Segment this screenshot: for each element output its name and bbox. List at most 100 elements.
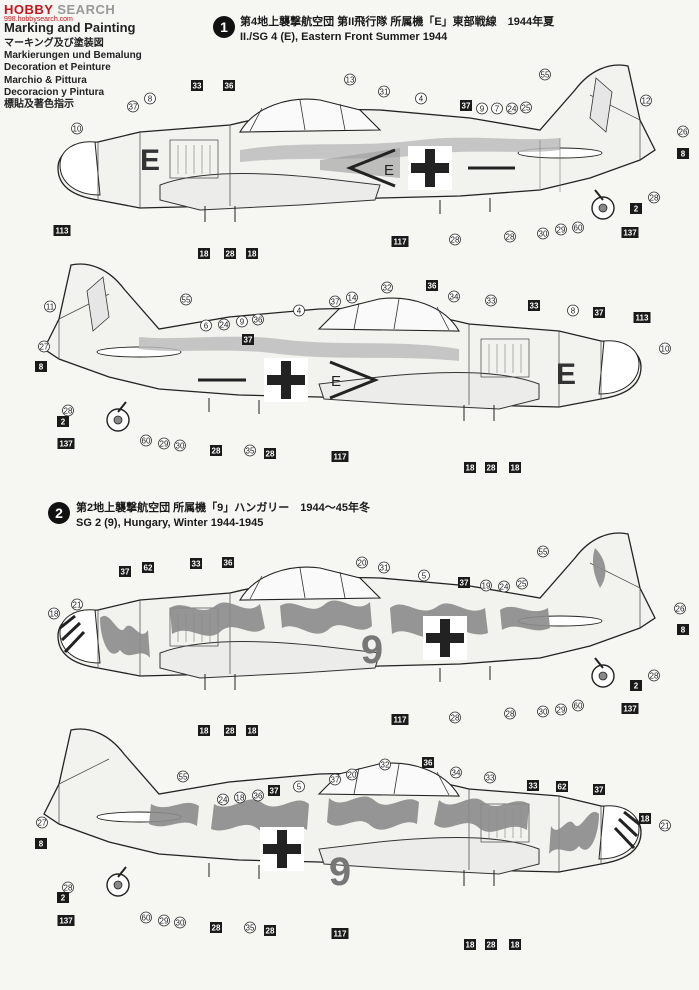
callout-box	[593, 307, 605, 318]
callout-label: 18	[641, 815, 650, 824]
callout-box	[57, 416, 69, 427]
callout-label: 113	[636, 314, 649, 323]
scheme-1-title-en: II./SG 4 (E), Eastern Front Summer 1944	[240, 31, 448, 43]
callout-label: 24	[500, 583, 509, 592]
callout-137: 137	[57, 438, 75, 449]
callout-box	[630, 680, 642, 691]
callout-circle	[674, 602, 686, 615]
callout-box	[264, 925, 276, 936]
callout-18: 18	[234, 791, 246, 804]
callout-label: 60	[574, 702, 583, 711]
callout-circle	[498, 580, 510, 593]
callout-26: 26	[677, 125, 689, 138]
callout-28: 28	[224, 248, 236, 259]
callout-24: 24	[217, 793, 229, 806]
callout-55: 55	[177, 770, 189, 783]
callout-circle	[329, 295, 341, 308]
callout-label: 18	[511, 941, 520, 950]
callout-32: 32	[379, 758, 391, 771]
lang-jp: マーキング及び塗装図	[4, 38, 104, 49]
callout-34: 34	[450, 766, 462, 779]
callout-117: 117	[391, 714, 409, 725]
callout-circle	[293, 304, 305, 317]
callout-circle	[234, 791, 246, 804]
callout-box	[57, 438, 75, 449]
callout-36: 36	[223, 80, 235, 91]
page-title: Marking and Painting	[4, 20, 136, 35]
callout-28: 28	[449, 233, 461, 246]
callout-circle	[200, 319, 212, 332]
callout-8: 8	[144, 92, 156, 105]
callout-label: 62	[144, 564, 153, 573]
callout-4: 4	[415, 92, 427, 105]
callout-21: 21	[71, 598, 83, 611]
callout-label: 60	[142, 437, 151, 446]
callout-137: 137	[57, 915, 75, 926]
callout-circle	[158, 914, 170, 927]
callout-label: 20	[348, 771, 357, 780]
callout-box	[268, 785, 280, 796]
callout-18: 18	[639, 813, 651, 824]
callout-2: 2	[57, 416, 69, 427]
callout-28: 28	[449, 711, 461, 724]
callout-18: 18	[509, 462, 521, 473]
callout-label: 18	[200, 250, 209, 259]
callout-28: 28	[62, 881, 74, 894]
callout-28: 28	[210, 445, 222, 456]
scheme-2-number: 2	[48, 502, 70, 524]
callout-label: 30	[539, 708, 548, 717]
code-letter-a1-small: E	[384, 162, 394, 179]
callout-label: 21	[73, 601, 82, 610]
callout-box	[198, 725, 210, 736]
scheme-2-title-jp: 第2地上襲撃航空団 所属機「9」ハンガリー 1944〜45年冬	[76, 502, 370, 514]
callout-label: 21	[661, 822, 670, 831]
callout-box	[222, 557, 234, 568]
callout-circle	[144, 92, 156, 105]
callout-label: 28	[451, 236, 460, 245]
callout-37: 37	[268, 785, 280, 796]
code-letter-a1: E	[140, 144, 160, 177]
callout-label: 26	[676, 605, 685, 614]
callout-box	[509, 462, 521, 473]
callout-circle	[449, 711, 461, 724]
callout-label: 28	[212, 447, 221, 456]
callout-circle	[415, 92, 427, 105]
callout-circle	[44, 300, 56, 313]
callout-33: 33	[190, 558, 202, 569]
callout-circle	[480, 579, 492, 592]
callout-25: 25	[516, 577, 528, 590]
callout-box	[460, 100, 472, 111]
callout-8: 8	[35, 838, 47, 849]
callout-circle	[217, 793, 229, 806]
callout-circle	[450, 766, 462, 779]
callout-box	[593, 784, 605, 795]
callout-label: 14	[348, 294, 357, 303]
callout-circle	[71, 598, 83, 611]
callout-34: 34	[448, 290, 460, 303]
callout-box	[142, 562, 154, 573]
callout-box	[426, 280, 438, 291]
callout-label: 25	[522, 104, 531, 113]
callout-18: 18	[198, 248, 210, 259]
callout-label: 19	[482, 582, 491, 591]
callout-box	[190, 558, 202, 569]
callout-box	[464, 462, 476, 473]
callout-30: 30	[537, 227, 549, 240]
callout-label: 29	[557, 226, 566, 235]
callout-2: 2	[57, 892, 69, 903]
callout-37: 37	[460, 100, 472, 111]
callout-60: 60	[140, 434, 152, 447]
callout-box	[224, 248, 236, 259]
callout-60: 60	[572, 221, 584, 234]
callout-label: 117	[334, 930, 347, 939]
callout-label: 29	[160, 440, 169, 449]
callout-label: 33	[530, 302, 539, 311]
callout-113: 113	[53, 225, 71, 236]
callout-label: 37	[270, 787, 279, 796]
callout-label: 18	[466, 941, 475, 950]
callout-label: 55	[541, 71, 550, 80]
callout-label: 2	[61, 418, 66, 427]
callout-137: 137	[621, 227, 639, 238]
callout-label: 36	[224, 559, 233, 568]
